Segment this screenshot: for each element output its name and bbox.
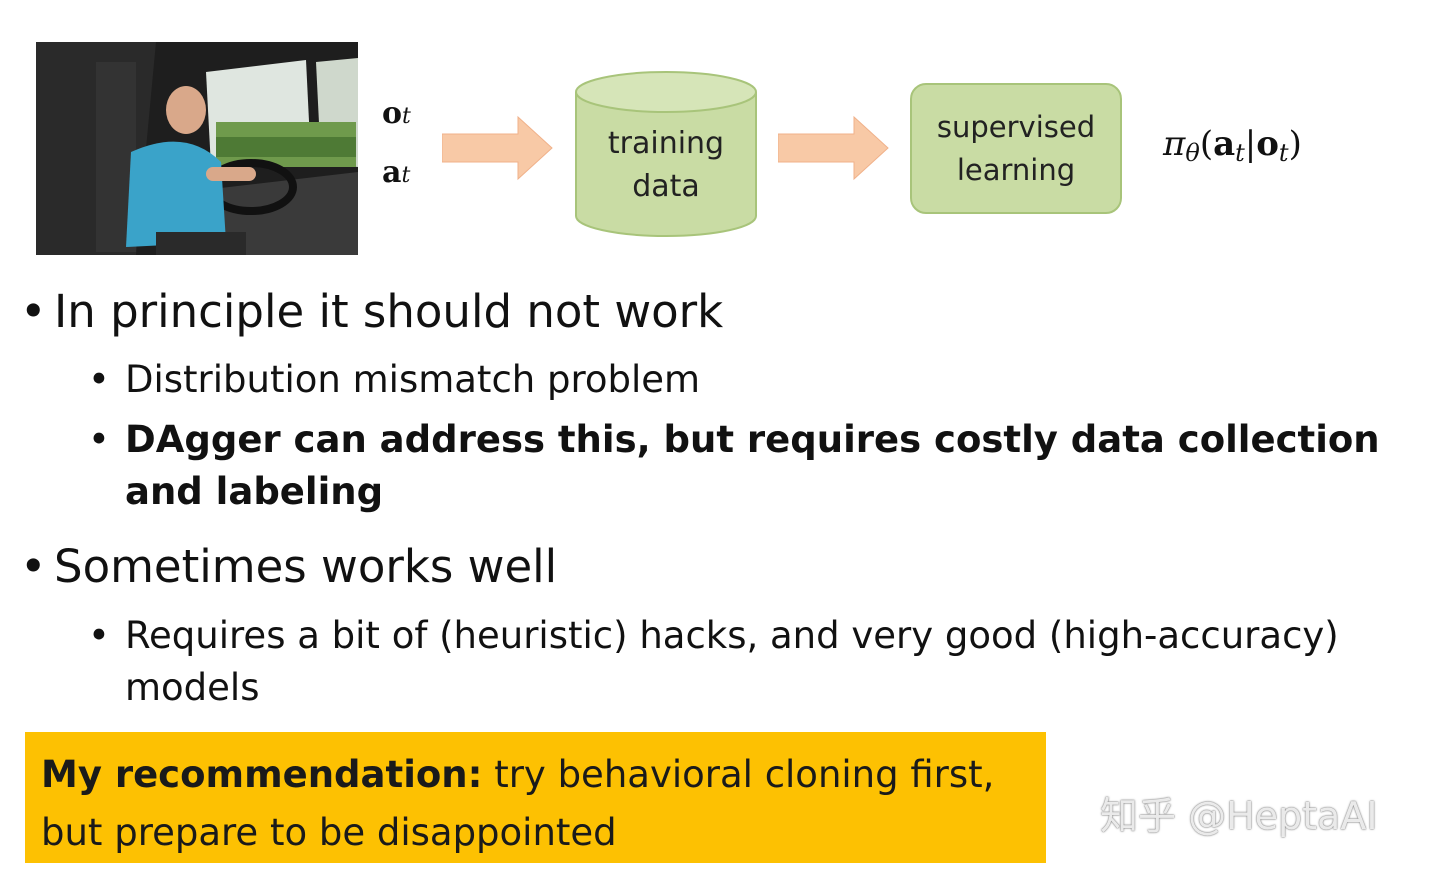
sub-bullet-hacks-text: Requires a bit of (heuristic) hacks, and… [125, 614, 1339, 709]
recommendation-text-2: but prepare to be disappointed [41, 811, 617, 854]
bullet-principle: •In principle it should not work [20, 285, 723, 338]
sub-bullet-dagger: • DAgger can address this, but requires … [88, 414, 1380, 513]
action-subscript: t [401, 163, 411, 188]
action-symbol: at [382, 155, 411, 190]
supervised-line2: learning [956, 152, 1076, 187]
recommendation-box: My recommendation: try behavioral clonin… [25, 732, 1046, 863]
sub-bullet-distribution: • Distribution mismatch problem [88, 354, 700, 406]
training-data-line1: training [607, 126, 725, 161]
policy-theta: θ [1185, 139, 1200, 167]
observation-subscript: t [402, 104, 411, 129]
recommendation-text-1: try behavioral cloning first, [482, 753, 995, 796]
recommendation-line1: My recommendation: try behavioral clonin… [41, 746, 1030, 804]
policy-action-subscript: t [1235, 139, 1245, 167]
sub-bullet-hacks: • Requires a bit of (heuristic) hacks, a… [88, 610, 1339, 709]
supervised-learning-box: supervised learning [910, 83, 1122, 214]
policy-formula: πθ(at|ot) [1163, 124, 1302, 167]
bullet-sometimes: •Sometimes works well [20, 540, 557, 593]
observation-symbol: ot [382, 96, 411, 131]
policy-open-paren: ( [1199, 124, 1214, 164]
arrow-to-training-data [442, 115, 553, 181]
arrow-to-supervised-learning [778, 115, 889, 181]
bullet-sometimes-text: Sometimes works well [54, 540, 558, 593]
driver-image [36, 42, 358, 255]
training-data-line2: data [632, 169, 700, 204]
bullet-dot: • [20, 540, 47, 593]
sub-bullet-dot: • [88, 418, 110, 461]
policy-observation-subscript: t [1278, 139, 1289, 167]
supervised-line1: supervised [936, 109, 1096, 144]
policy-bar: | [1244, 124, 1257, 164]
training-data-label: training data [574, 122, 758, 208]
training-data-cylinder [575, 71, 757, 237]
sub-bullet-dot: • [88, 358, 110, 401]
sub-bullet-distribution-text: Distribution mismatch problem [125, 358, 701, 401]
sub-bullet-dagger-text: DAgger can address this, but requires co… [125, 418, 1380, 513]
bullet-principle-text: In principle it should not work [54, 285, 724, 338]
bullet-dot: • [20, 285, 47, 338]
policy-pi: π [1163, 124, 1186, 164]
policy-observation: o [1256, 124, 1279, 164]
sub-bullet-dot: • [88, 614, 110, 657]
policy-close-paren: ) [1288, 124, 1302, 164]
truck-driver-photo [36, 42, 358, 255]
policy-action: a [1213, 124, 1236, 164]
watermark: 知乎 @HeptaAI [1100, 794, 1378, 838]
recommendation-label: My recommendation: [41, 753, 483, 796]
